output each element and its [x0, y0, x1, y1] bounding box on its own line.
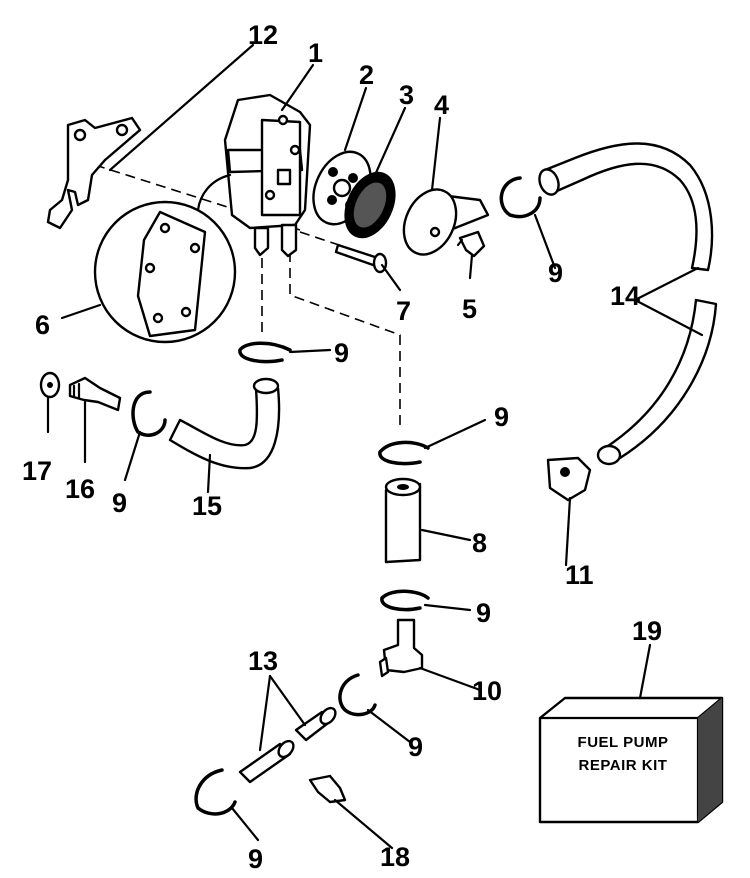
part-1-pump-body: [196, 93, 312, 258]
part-19-repair-kit-box: FUEL PUMP REPAIR KIT: [538, 696, 724, 824]
part-18-clip: [308, 774, 347, 804]
callout-14: 14: [610, 281, 640, 311]
part-6-gasket-detail: [93, 200, 237, 344]
callout-10: 10: [472, 676, 502, 706]
part-11-clamp: [546, 456, 592, 502]
part-10-elbow-fitting: [378, 618, 424, 678]
repair-kit-line2: REPAIR KIT: [579, 757, 668, 774]
callout-4: 4: [434, 90, 449, 120]
callout-15: 15: [192, 491, 222, 521]
part-3-screen: [344, 171, 396, 239]
part-14-hose: [538, 142, 718, 466]
repair-kit-line1: FUEL PUMP: [578, 734, 669, 751]
callout-1: 1: [308, 38, 323, 68]
callout-3: 3: [399, 80, 414, 110]
callout-9-upper-clip: 9: [334, 338, 349, 368]
leader-lines: [46, 43, 704, 850]
part-16-fitting: [68, 376, 122, 412]
part-7-bolt: [334, 243, 388, 274]
part-8-straight-hose: [384, 477, 422, 564]
callout-9-lower-clip: 9: [476, 598, 491, 628]
callout-2: 2: [359, 60, 374, 90]
callout-9-bottom-left-clip: 9: [248, 844, 263, 874]
callout-17: 17: [22, 456, 52, 486]
callout-9-mid-clip: 9: [494, 402, 509, 432]
part-17-washer: [39, 371, 61, 399]
part-5-screw: [456, 230, 486, 258]
part-15-elbow-hose: [168, 377, 281, 470]
callout-11: 11: [565, 560, 594, 590]
callout-8: 8: [472, 528, 487, 558]
callout-5: 5: [462, 294, 477, 324]
callout-9-bottom-right-clip: 9: [408, 732, 423, 762]
part-4-cover: [402, 188, 490, 256]
callout-13: 13: [248, 646, 278, 676]
callouts: 12 1 2 3 4 9 14 7 5 6 9 9 17 16 9 15 8 1…: [22, 20, 662, 874]
callout-9-left-clip: 9: [112, 488, 127, 518]
part-13-tubes: [238, 706, 337, 784]
callout-9-top: 9: [548, 258, 563, 288]
callout-18: 18: [380, 842, 410, 872]
callout-6: 6: [35, 310, 50, 340]
callout-16: 16: [65, 474, 95, 504]
callout-7: 7: [396, 296, 411, 326]
part-12-bracket: [46, 116, 142, 230]
callout-19: 19: [632, 616, 662, 646]
callout-12: 12: [248, 20, 278, 50]
